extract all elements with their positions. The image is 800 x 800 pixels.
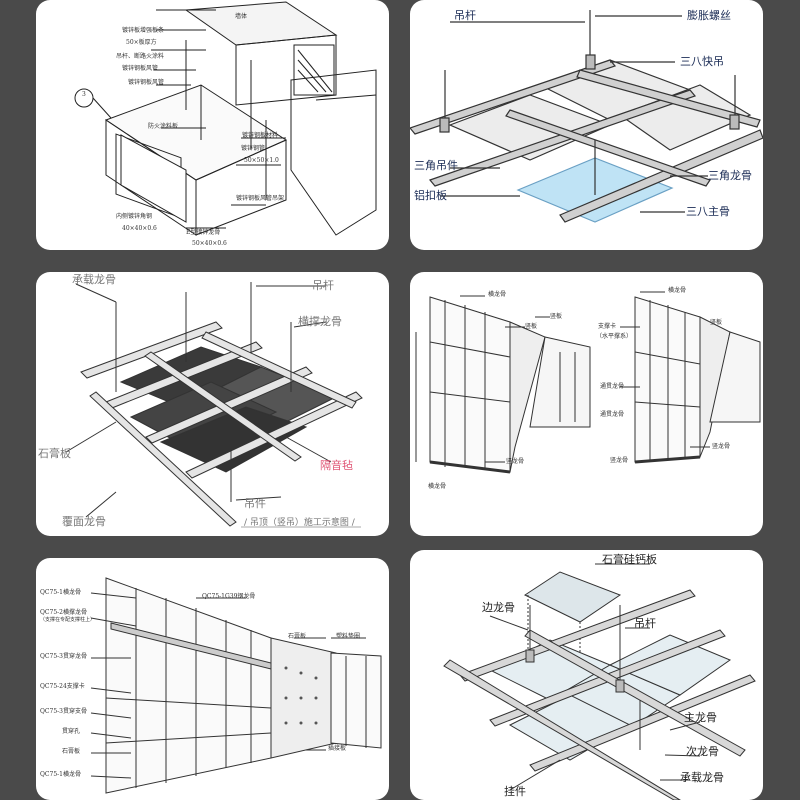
label-vert-keel-3: 竖龙骨: [610, 457, 629, 464]
grid-ceiling-drawing: [443, 563, 756, 800]
duct-drawing: [74, 1, 377, 236]
panel-aluminum-ceiling: 吊杆 膨胀螺丝 三八快吊 三角吊件 三角龙骨 铝扣板 三八主骨: [410, 0, 763, 250]
label-gypsum-1: 石膏板: [62, 748, 81, 755]
label-main-keel: 三八主骨: [686, 205, 730, 218]
qc75-partition-drawing: [90, 577, 382, 794]
label-inner-angle: 内侧镀锌角钢: [116, 213, 153, 220]
label-hanger-coating: 吊杆、断路火涂料: [116, 53, 165, 60]
label-qc75-24: QC75-24支撑卡: [40, 683, 85, 690]
label-triangle-keel: 三角龙骨: [708, 169, 752, 182]
label-plastic-washer: 塑料垫圈: [336, 633, 361, 640]
label-edge-keel: 边龙骨: [482, 601, 515, 614]
label-sound-felt: 隔音毡: [320, 459, 353, 472]
partition-framing-drawing: [415, 291, 761, 474]
panel-duct-diagram: 墙体 镀锌板增强板条 50×板厚方 吊杆、断路火涂料 镀锌钢板风管 镀锌钢板风管…: [36, 0, 389, 250]
label-expansion-bolt: 膨胀螺丝: [687, 9, 731, 22]
label-duct-hanger: 镀锌钢板风管吊架: [236, 195, 285, 202]
label-size-d: 50×40×0.6: [192, 240, 227, 247]
label-reinforce-strip: 镀锌板增强板条: [122, 27, 165, 34]
label-e-keel: E型镀锌龙骨: [186, 229, 221, 236]
label-steel-duct-2: 镀锌钢板风管: [128, 79, 165, 86]
label-gypsum-calcium-board: 石膏硅钙板: [602, 553, 657, 566]
circle-callout-number: 3: [82, 91, 86, 98]
label-main-keel: 主龙骨: [684, 711, 717, 724]
label-vert-keel-1: 竖龙骨: [506, 458, 525, 465]
label-bearing-keel: 承载龙骨: [72, 273, 116, 286]
label-gypsum-2: 石膏板: [288, 633, 307, 640]
label-size-b: 50×50×1.0: [244, 157, 279, 164]
label-secondary-keel: 次龙骨: [686, 745, 719, 758]
label-horizontal-brace: （水平撑系）: [596, 333, 633, 340]
panel-grid-ceiling: 石膏硅钙板 边龙骨 吊杆 主龙骨 次龙骨 承载龙骨 挂件: [410, 550, 763, 800]
label-qc75-1g39: QC75-1G39钢龙骨: [202, 593, 256, 600]
label-aluminum-panel: 铝扣板: [414, 189, 447, 202]
panel-qc75-partition: QC75-1G39钢龙骨 QC75-1横龙骨 QC75-2横撑龙骨 （支撑在专配…: [36, 558, 389, 800]
label-hor-keel-3: 横龙骨: [668, 287, 687, 294]
label-hanger-clip: 挂件: [504, 785, 526, 798]
label-wall: 墙体: [235, 13, 248, 20]
label-triangle-hanger: 三角吊件: [414, 159, 458, 172]
diagram-caption: / 吊顶（竖吊）施工示意图 /: [244, 518, 355, 528]
label-qc75-2-note: （支撑在专配支撑柱上）: [40, 617, 96, 623]
label-through-hole: 贯穿孔: [62, 728, 81, 735]
label-qc75-3-1: QC75-3贯穿龙骨: [40, 653, 87, 660]
label-qc75-3-2: QC75-3贯穿支骨: [40, 708, 87, 715]
label-through-keel-1: 通贯龙骨: [600, 383, 625, 390]
label-size-a: 50×板厚方: [126, 39, 157, 46]
label-board-3: 竖板: [710, 319, 723, 326]
label-quick-hanger: 三八快吊: [680, 55, 724, 68]
label-steel-pipe: 镀锌钢管: [241, 145, 266, 152]
label-hanger-rod: 吊杆: [634, 617, 656, 630]
label-steel-material: 镀锌钢板材料: [242, 132, 279, 139]
label-hanger-piece: 吊件: [244, 497, 266, 510]
label-hanger-rod: 吊杆: [312, 279, 334, 292]
label-hor-keel-1: 横龙骨: [488, 291, 507, 298]
label-vert-keel-2: 竖龙骨: [712, 443, 731, 450]
label-fire-board: 防火涂料板: [148, 123, 179, 130]
aluminum-ceiling-drawing: [410, 10, 763, 223]
panel-suspended-ceiling: 承载龙骨 吊杆 横撑龙骨 石膏板 隔音毡 吊件 覆面龙骨 / 吊顶（竖吊）施工示…: [36, 272, 389, 536]
label-board-1: 竖板: [525, 323, 538, 330]
suspended-ceiling-drawing: [65, 282, 363, 528]
label-size-c: 40×40×0.6: [122, 225, 157, 232]
label-qc75-1-bottom: QC75-1横龙骨: [40, 771, 81, 778]
label-insert-plate: 插接板: [328, 745, 347, 752]
label-board-2: 竖板: [550, 313, 563, 320]
panel-partition-framing: 横龙骨 竖板 竖板 竖龙骨 横龙骨 横龙骨 竖板 支撑卡 （水平撑系） 通贯龙骨…: [410, 272, 763, 536]
label-gypsum-board: 石膏板: [38, 447, 71, 460]
label-hanger-rod: 吊杆: [454, 9, 476, 22]
label-support-clip: 支撑卡: [598, 323, 617, 330]
label-steel-duct-1: 镀锌钢板风管: [122, 65, 159, 72]
label-cross-keel: 横撑龙骨: [298, 315, 342, 328]
label-cover-keel: 覆面龙骨: [62, 515, 106, 528]
label-bearing-keel: 承载龙骨: [680, 771, 724, 784]
label-qc75-2: QC75-2横撑龙骨: [40, 609, 87, 616]
label-hor-keel-2: 横龙骨: [428, 483, 447, 490]
label-through-keel-2: 通贯龙骨: [600, 411, 625, 418]
label-qc75-1-top: QC75-1横龙骨: [40, 589, 81, 596]
